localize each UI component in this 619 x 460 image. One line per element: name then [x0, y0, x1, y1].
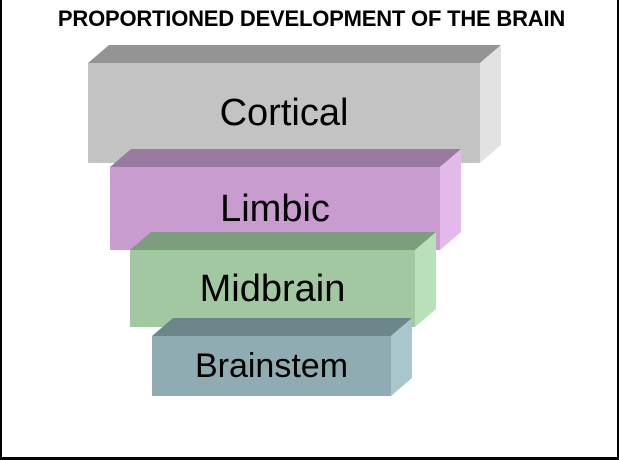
block-midbrain-label: Midbrain — [199, 267, 346, 310]
block-brainstem[interactable]: Brainstem — [152, 318, 412, 396]
block-midbrain-top-face — [130, 232, 436, 327]
block-cortical-label: Cortical — [219, 92, 349, 134]
block-limbic-top-face — [110, 149, 461, 250]
block-midbrain-front-face: Midbrain — [130, 250, 415, 327]
block-brainstem-label: Brainstem — [194, 347, 349, 385]
block-limbic-side-face — [110, 149, 461, 250]
page-title: PROPORTIONED DEVELOPMENT OF THE BRAIN — [57, 6, 566, 31]
block-brainstem-side-face — [152, 318, 412, 396]
block-midbrain-side-face — [130, 232, 436, 327]
block-cortical-top-face — [88, 45, 501, 163]
block-brainstem-front-face: Brainstem — [152, 336, 391, 396]
block-cortical[interactable]: Cortical — [88, 45, 501, 163]
block-limbic-label: Limbic — [220, 187, 330, 230]
block-midbrain[interactable]: Midbrain — [130, 232, 436, 327]
block-cortical-side-face — [88, 45, 501, 163]
block-brainstem-top-face — [152, 318, 412, 396]
block-cortical-front-face: Cortical — [88, 63, 480, 163]
